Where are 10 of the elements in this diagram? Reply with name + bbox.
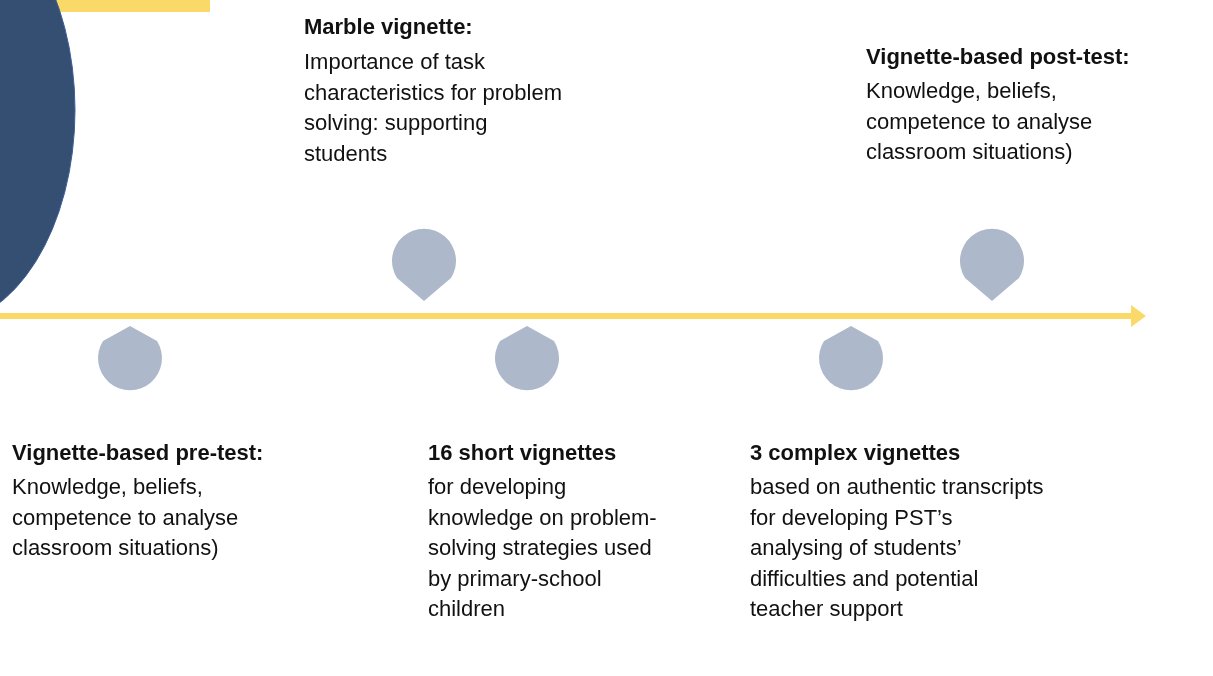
stage-heading: 16 short vignettes [428, 439, 618, 467]
stage-heading: Vignette-based post-test: [866, 43, 1131, 71]
stage-heading: Vignette-based pre-test: [12, 439, 265, 467]
stage-description: for developing knowledge on problem-solving strategies used by primary-school children [428, 473, 658, 623]
stage-heading: Marble vignette: [304, 13, 474, 41]
stage-description: Knowledge, beliefs, competence to analyse classroom situations) [866, 77, 1094, 166]
stage-description: Importance of task characteristics for problem solving: supporting students [304, 48, 563, 168]
stage-description: based on authentic transcripts for developing PST’s analysing of students’ difficulties and potential teacher support [750, 473, 1045, 623]
stage-heading: 3 complex vignettes [750, 439, 962, 467]
stage-description: Knowledge, beliefs, competence to analyse classroom situations) [12, 473, 240, 562]
